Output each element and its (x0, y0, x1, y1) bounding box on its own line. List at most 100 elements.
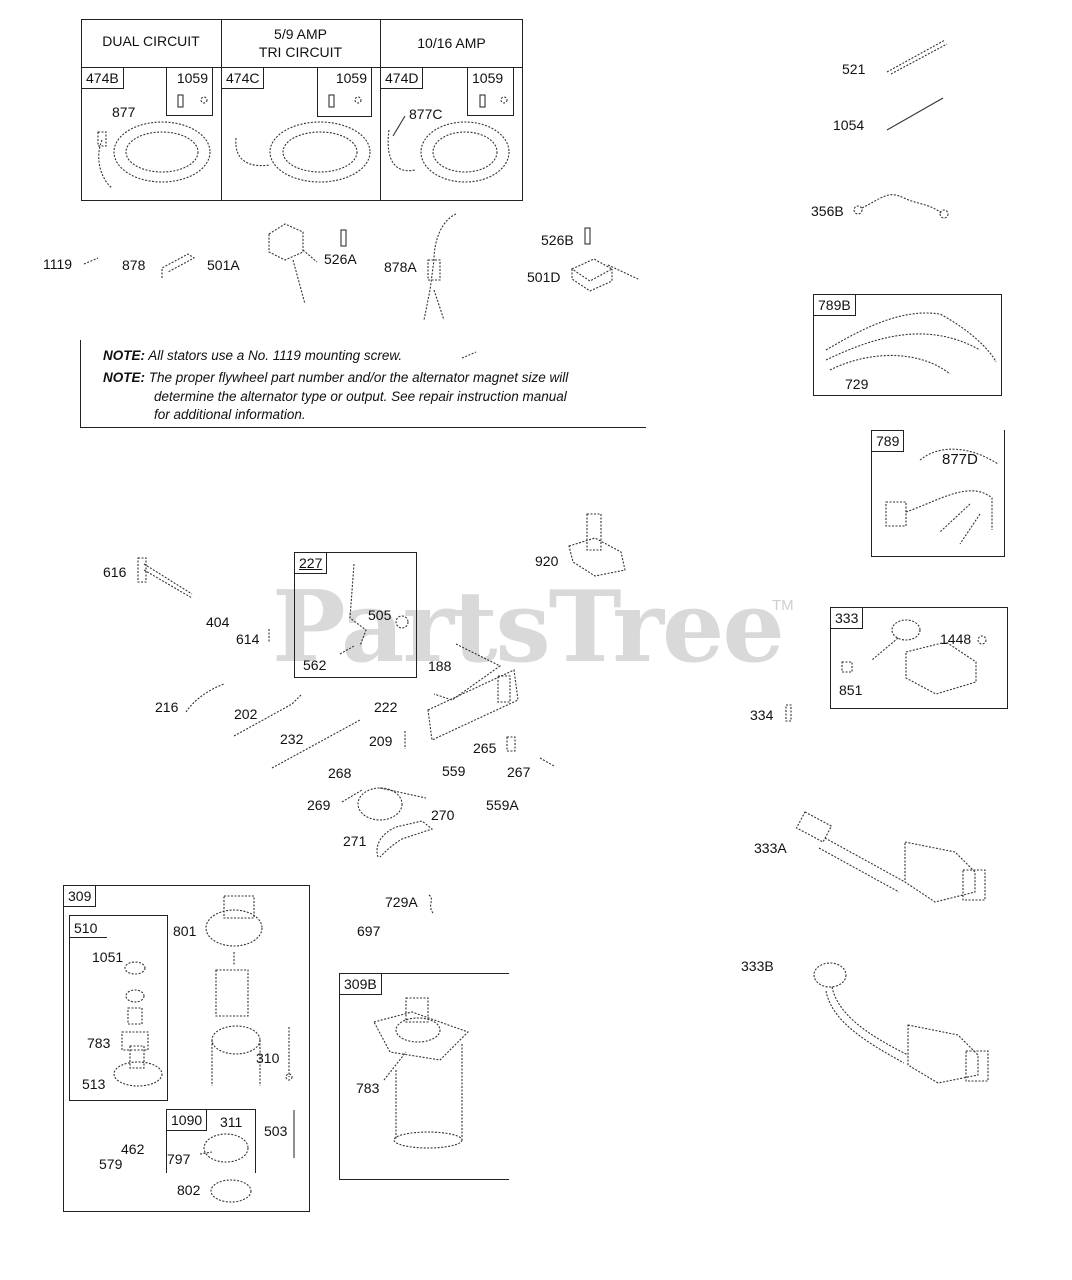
part-tag-227[interactable]: 227 (294, 552, 328, 574)
part-label-188[interactable]: 188 (428, 658, 452, 674)
part-tag-309[interactable]: 309 (63, 885, 97, 907)
part-label-333A[interactable]: 333A (754, 840, 787, 856)
part-label-878[interactable]: 878 (122, 257, 146, 273)
part-label-404[interactable]: 404 (206, 614, 230, 630)
kit-227 (294, 552, 417, 678)
note-prefix: NOTE: (103, 370, 145, 385)
stator-icon (97, 121, 211, 189)
part-label-729[interactable]: 729 (845, 376, 869, 392)
note-2-line-2: determine the alternator type or output.… (154, 389, 567, 404)
part-label-801[interactable]: 801 (173, 923, 197, 939)
harness-icon (423, 213, 457, 321)
part-label-559[interactable]: 559 (442, 763, 466, 779)
part-label-311[interactable]: 311 (220, 1114, 243, 1130)
part-label-333B[interactable]: 333B (741, 958, 774, 974)
part-label-526A[interactable]: 526A (324, 251, 357, 267)
ignition-coil-icon (813, 962, 989, 1084)
part-label-1054[interactable]: 1054 (833, 117, 865, 133)
part-label-209[interactable]: 209 (369, 733, 393, 749)
stator-icon (387, 115, 510, 183)
part-label-232[interactable]: 232 (280, 731, 304, 747)
part-label-202[interactable]: 202 (234, 706, 258, 722)
part-label-877D[interactable]: 877D (942, 451, 978, 468)
part-label-616[interactable]: 616 (103, 564, 127, 580)
part-label-878A[interactable]: 878A (384, 259, 417, 275)
stator-icon (235, 121, 371, 183)
part-label-270[interactable]: 270 (431, 807, 455, 823)
note-2: NOTE: The proper flywheel part number an… (103, 368, 568, 387)
part-label-505[interactable]: 505 (368, 607, 392, 623)
part-label-267[interactable]: 267 (507, 764, 531, 780)
part-label-559A[interactable]: 559A (486, 797, 519, 813)
part-label-526B[interactable]: 526B (541, 232, 574, 248)
part-label-877C[interactable]: 877C (409, 106, 443, 122)
note-2-line-1: The proper flywheel part number and/or t… (148, 370, 569, 385)
starter-motor-icon (373, 997, 470, 1149)
part-tag-1059-c[interactable]: 1059 (467, 67, 514, 116)
part-label-501D[interactable]: 501D (527, 269, 561, 285)
screw-icon (340, 229, 347, 247)
part-label-920[interactable]: 920 (535, 553, 559, 569)
screw-icon (83, 257, 99, 265)
bracket-icon (376, 820, 434, 858)
part-label-271[interactable]: 271 (343, 833, 367, 849)
part-label-269[interactable]: 269 (307, 797, 331, 813)
part-label-513[interactable]: 513 (82, 1076, 106, 1092)
part-label-216[interactable]: 216 (155, 699, 179, 715)
wire-icon (825, 312, 997, 375)
kit-510 (69, 915, 168, 1101)
part-label-1051[interactable]: 1051 (92, 949, 124, 965)
part-label-334[interactable]: 334 (750, 707, 774, 723)
washer-icon (210, 1179, 252, 1203)
part-label-614[interactable]: 614 (236, 631, 260, 647)
part-label-310[interactable]: 310 (256, 1050, 280, 1066)
lever-icon (339, 563, 409, 655)
spring-rod-icon (271, 719, 361, 769)
ground-wire-icon (853, 194, 949, 219)
part-label-501A[interactable]: 501A (207, 257, 240, 273)
part-label-265[interactable]: 265 (473, 740, 497, 756)
cable-icon (341, 787, 427, 821)
part-label-579[interactable]: 579 (99, 1156, 123, 1172)
governor-link-icon (233, 693, 303, 737)
part-label-462[interactable]: 462 (121, 1141, 145, 1157)
part-label-729A[interactable]: 729A (385, 894, 418, 910)
part-label-268[interactable]: 268 (328, 765, 352, 781)
part-label-797[interactable]: 797 (167, 1151, 191, 1167)
note-prefix: NOTE: (103, 348, 145, 363)
terminal-icon (161, 253, 196, 278)
rectifier-icon (268, 223, 318, 305)
part-label-562[interactable]: 562 (303, 657, 327, 673)
screw-icon (461, 351, 477, 359)
clip-icon (428, 894, 434, 914)
part-label-877[interactable]: 877 (112, 104, 136, 120)
part-label-1119[interactable]: 1119 (43, 256, 73, 272)
screw-icon (584, 227, 591, 245)
part-label-222[interactable]: 222 (374, 699, 398, 715)
part-tag-789B[interactable]: 789B (813, 294, 856, 316)
part-tag-333[interactable]: 333 (830, 607, 864, 629)
part-label-783[interactable]: 783 (87, 1035, 111, 1051)
part-tag-1090[interactable]: 1090 (166, 1109, 208, 1131)
part-label-503[interactable]: 503 (264, 1123, 288, 1139)
part-tag-474D[interactable]: 474D (380, 67, 424, 89)
screw-icon (785, 704, 792, 722)
part-tag-510[interactable]: 510 (74, 920, 98, 936)
clip-icon (506, 736, 516, 752)
part-label-851[interactable]: 851 (839, 682, 863, 698)
watermark-trademark: TM (772, 597, 794, 614)
part-label-521[interactable]: 521 (842, 61, 866, 77)
part-tag-474C[interactable]: 474C (221, 67, 265, 89)
part-label-802[interactable]: 802 (177, 1182, 201, 1198)
part-label-356B[interactable]: 356B (811, 203, 844, 219)
part-tag-309B[interactable]: 309B (339, 973, 382, 995)
part-tag-1059-a[interactable]: 1059 (166, 67, 213, 116)
part-tag-474B[interactable]: 474B (81, 67, 124, 89)
part-tag-1059-b[interactable]: 1059 (317, 67, 372, 117)
part-label-697[interactable]: 697 (357, 923, 381, 939)
part-label-783-309B[interactable]: 783 (356, 1080, 380, 1096)
part-tag-789[interactable]: 789 (871, 430, 905, 452)
ignition-coil-icon (795, 811, 986, 903)
screw-icon (328, 94, 362, 108)
